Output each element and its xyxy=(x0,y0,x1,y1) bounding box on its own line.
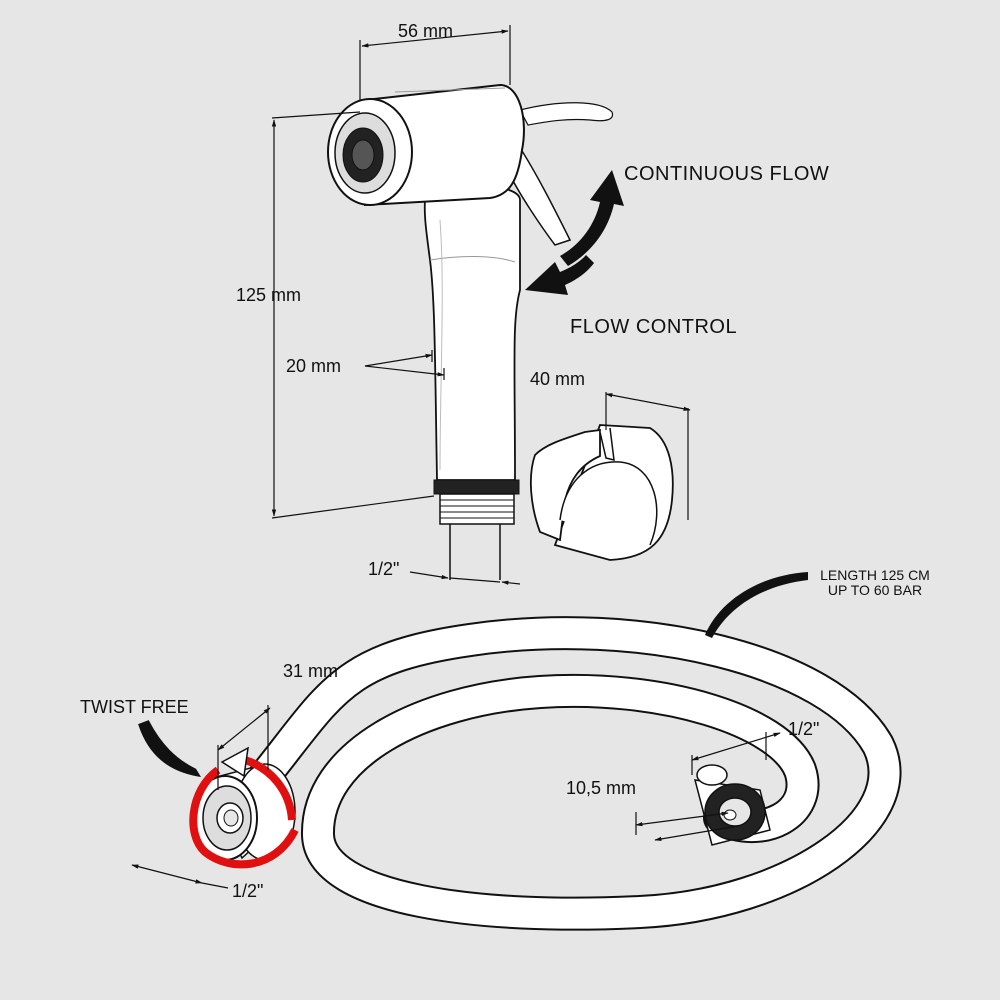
hose-nut xyxy=(189,746,299,869)
wall-holder xyxy=(530,424,674,561)
dim-thread-label: 1/2" xyxy=(368,559,400,579)
dim-width-label: 56 mm xyxy=(398,21,454,41)
nut-thread-label: 1/2" xyxy=(232,881,264,901)
flow-control-label: FLOW CONTROL xyxy=(570,316,738,338)
hose-pressure-line2: UP TO 60 BAR xyxy=(827,582,923,598)
twist-free-arrow xyxy=(138,720,201,778)
holder-width-label: 40 mm xyxy=(530,369,586,389)
hose-length-label: LENGTH 125 CM UP TO 60 BAR xyxy=(808,568,942,598)
twist-free-label: TWIST FREE xyxy=(80,697,189,717)
hose-length-line1: LENGTH 125 CM xyxy=(820,567,930,583)
end-thread-label: 1/2" xyxy=(788,719,820,739)
dim-handle-label: 20 mm xyxy=(286,356,342,376)
length-pointer xyxy=(705,572,808,638)
sprayer-body xyxy=(327,83,614,580)
continuous-flow-label: CONTINUOUS FLOW xyxy=(624,163,830,185)
nut-width-label: 31 mm xyxy=(283,661,339,681)
hose-end-fitting xyxy=(693,764,771,846)
end-size-label: 10,5 mm xyxy=(566,778,637,798)
dimension-lines xyxy=(131,25,781,889)
dim-height-label: 125 mm xyxy=(236,285,302,305)
hose xyxy=(228,616,902,931)
flow-arrows xyxy=(525,170,624,295)
